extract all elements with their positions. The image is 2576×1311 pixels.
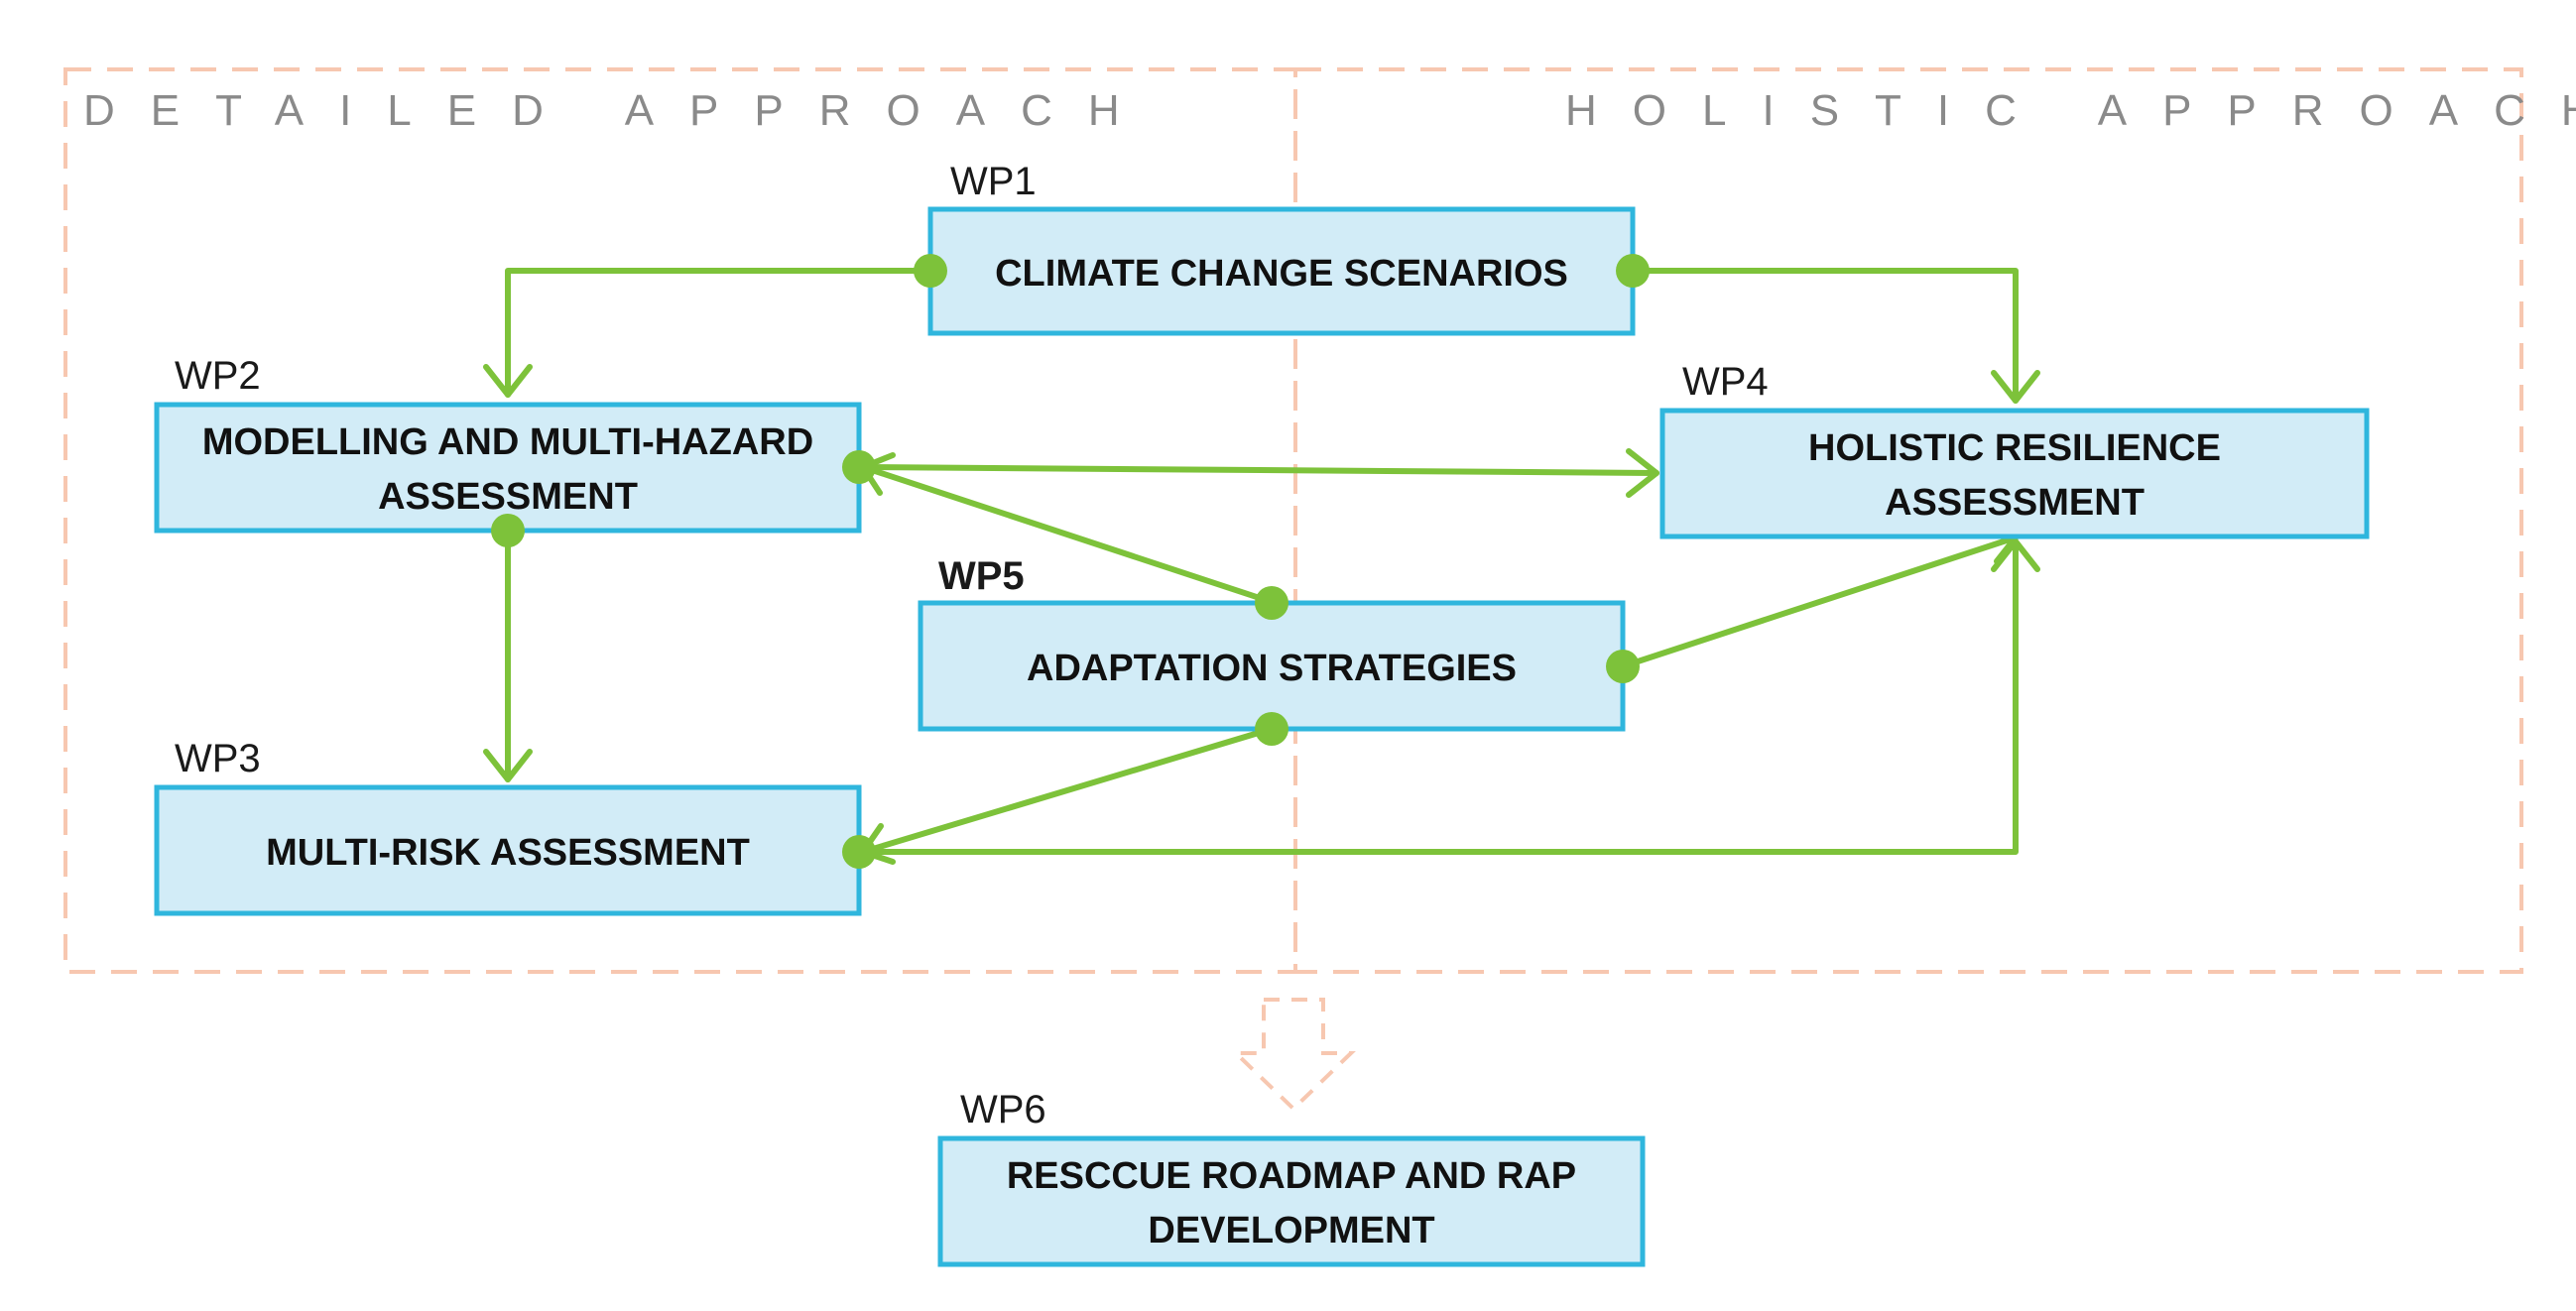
- connector-wp1-wp4: [1630, 268, 2019, 404]
- wp5-text-line-1: ADAPTATION STRATEGIES: [1027, 648, 1517, 689]
- wp4-text-line-2: ASSESSMENT: [1885, 482, 2145, 524]
- connector-wp2-wp4: [856, 464, 1659, 476]
- wp6-box: [937, 1135, 1646, 1267]
- wp6-text-line-1: RESCCUE ROADMAP AND RAP: [1007, 1155, 1576, 1197]
- connector-wp5-wp4: [1620, 535, 2019, 669]
- wp3-text-line-1: MULTI-RISK ASSESSMENT: [266, 832, 750, 874]
- wp2-text-line-1: MODELLING AND MULTI-HAZARD: [202, 421, 813, 463]
- wp2-text-line-2: ASSESSMENT: [378, 476, 638, 518]
- wp5-label: WP5: [938, 554, 1025, 598]
- arrowhead-wp3-top: [483, 749, 533, 782]
- arrowhead-wp2-top: [483, 364, 533, 398]
- holistic-approach-region: [1293, 67, 2523, 974]
- arrowhead-wp4-left: [1626, 448, 1659, 498]
- wp1-box: [927, 206, 1636, 336]
- connector-wp3-wp4: [856, 538, 2019, 855]
- node-wp6: WP6 RESCCUE ROADMAP AND RAP DEVELOPMENT: [937, 1088, 1646, 1267]
- wp6-text-line-2: DEVELOPMENT: [1148, 1210, 1434, 1251]
- connector-wp1-wp2: [505, 268, 933, 398]
- dot-wp5-top: [1255, 586, 1288, 620]
- node-wp3: WP3 MULTI-RISK ASSESSMENT: [154, 737, 862, 916]
- wp2-label: WP2: [175, 354, 261, 398]
- holistic-approach-title: HOLISTIC APPROACH: [1565, 86, 2576, 135]
- dot-wp1-left: [914, 254, 947, 288]
- connector-wp5-wp2: [860, 464, 1275, 605]
- arrowhead-wp4-top: [1991, 370, 2040, 404]
- connector-dots: [491, 254, 1650, 869]
- node-wp5: WP5 ADAPTATION STRATEGIES: [918, 554, 1626, 732]
- wp1-label: WP1: [950, 160, 1037, 203]
- arrowhead-wp4-bottom-b: [1991, 538, 2040, 572]
- connectors: [483, 268, 2040, 865]
- node-wp1: WP1 CLIMATE CHANGE SCENARIOS: [927, 160, 1636, 336]
- down-arrow-to-wp6: [1231, 998, 1356, 1112]
- dot-wp1-right: [1616, 254, 1650, 288]
- wp3-box: [154, 784, 862, 916]
- wp1-text-line-1: CLIMATE CHANGE SCENARIOS: [995, 253, 1568, 295]
- node-wp4: WP4 HOLISTIC RESILIENCE ASSESSMENT: [1659, 360, 2370, 539]
- wp6-label: WP6: [960, 1088, 1046, 1132]
- wp3-label: WP3: [175, 737, 261, 780]
- wp4-text-line-1: HOLISTIC RESILIENCE: [1808, 427, 2221, 469]
- wp4-label: WP4: [1682, 360, 1769, 404]
- dot-wp5-bottom: [1255, 712, 1288, 746]
- dot-wp5-right: [1606, 650, 1640, 683]
- dot-wp2-right: [842, 450, 876, 484]
- dot-wp3-right: [842, 835, 876, 869]
- connector-wp5-wp3: [860, 726, 1275, 855]
- detailed-approach-title: DETAILED APPROACH: [83, 86, 1156, 135]
- node-wp2: WP2 MODELLING AND MULTI-HAZARD ASSESSMEN…: [154, 354, 862, 534]
- wp4-box: [1659, 408, 2370, 539]
- dot-wp2-bottom: [491, 514, 525, 547]
